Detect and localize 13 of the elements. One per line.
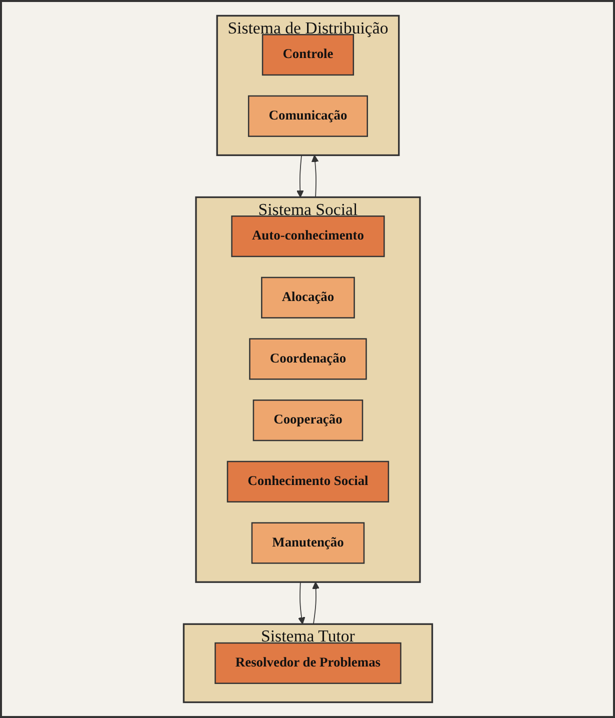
arrow bbox=[310, 154, 318, 198]
node-box: Auto-conhecimento bbox=[230, 216, 384, 258]
node-box: Cooperação bbox=[252, 400, 363, 442]
node-box: Conhecimento Social bbox=[226, 460, 389, 502]
arrow bbox=[312, 582, 320, 625]
arrow bbox=[297, 582, 305, 624]
arrow bbox=[296, 154, 304, 198]
node-box: Resolvedor de Problemas bbox=[214, 642, 401, 684]
node-box: Alocação bbox=[260, 276, 354, 318]
node-box: Coordenação bbox=[248, 338, 366, 380]
node-box: Comunicação bbox=[247, 95, 368, 137]
node-box: Controle bbox=[261, 34, 354, 76]
node-box: Manutenção bbox=[250, 522, 364, 564]
